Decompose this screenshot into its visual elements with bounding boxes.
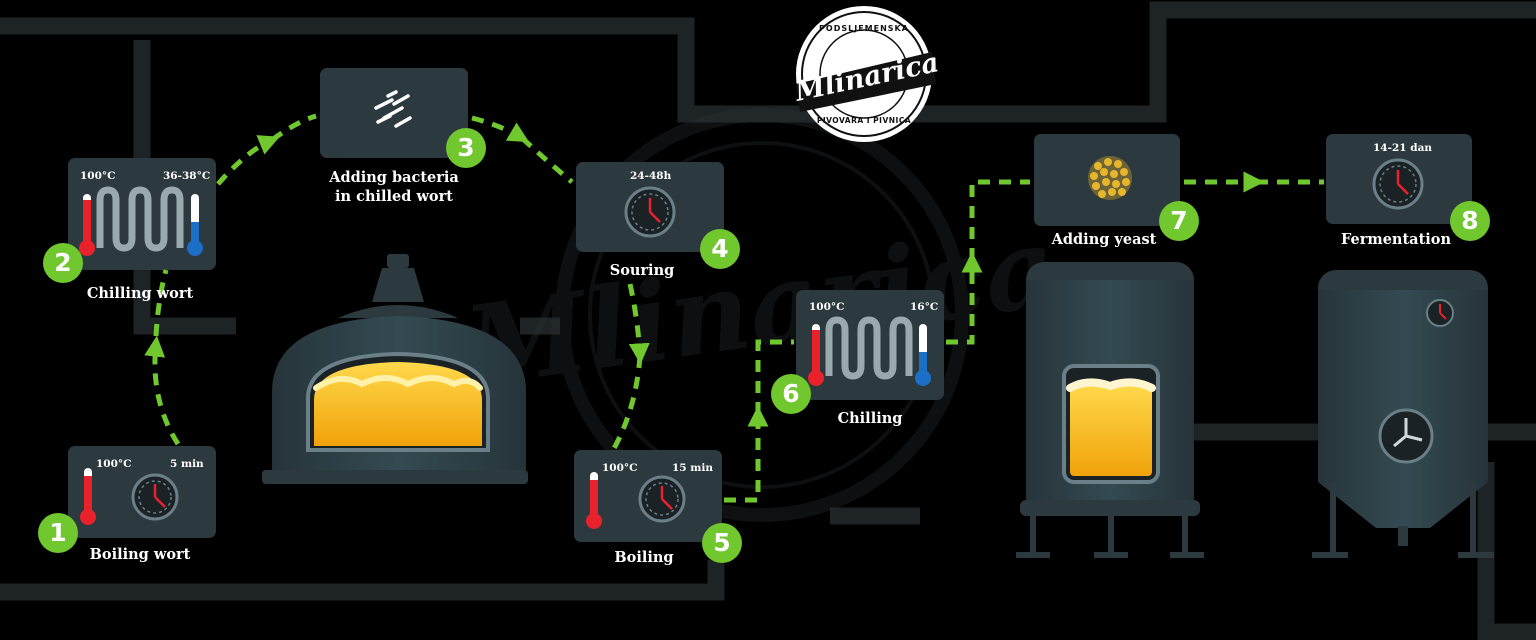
flow-connectors xyxy=(153,113,1324,454)
step-8-label: Fermentation xyxy=(1341,231,1451,248)
flow-arrows xyxy=(144,115,1265,503)
step-2-temp-in: 100°C xyxy=(80,170,116,182)
fermenter-tank xyxy=(1312,270,1494,558)
step-8-badge: 8 xyxy=(1450,201,1490,241)
step-6-label: Chilling xyxy=(837,410,903,427)
step-8-time: 14-21 dan xyxy=(1373,142,1433,154)
step-5-label: Boiling xyxy=(614,549,674,566)
arrow-4-to-5 xyxy=(627,283,650,365)
connector-5 xyxy=(755,339,794,414)
step-6-temp-out: 16°C xyxy=(910,301,939,313)
step-3-label-line1: Adding bacteria xyxy=(329,169,459,186)
step-6-badge: 6 xyxy=(771,374,811,414)
step-5-panel xyxy=(574,450,722,542)
step-6-panel xyxy=(796,290,944,400)
step-2-label: Chilling wort xyxy=(86,285,194,302)
brand-ring-top: PODSLJEMENSKA xyxy=(819,24,909,33)
arrow-1-to-2 xyxy=(144,335,181,446)
step-2-panel xyxy=(68,158,216,270)
step-8-panel xyxy=(1326,134,1472,224)
step-1-label: Boiling wort xyxy=(89,546,191,563)
step-5-time: 15 min xyxy=(672,462,714,474)
brew-kettle xyxy=(262,254,528,484)
step-1-panel xyxy=(68,446,216,538)
arrow-5-to-6 xyxy=(724,405,769,503)
arrow-2-to-3 xyxy=(216,135,280,186)
connector-1 xyxy=(153,269,169,337)
connector-2 xyxy=(270,113,317,143)
step-3-label-line2: in chilled wort xyxy=(335,188,453,205)
step-5-temp: 100°C xyxy=(602,462,638,474)
step-4-label: Souring xyxy=(609,262,675,279)
step-1-temp: 100°C xyxy=(96,458,132,470)
step-1-badge: 1 xyxy=(38,513,78,553)
step-2-badge: 2 xyxy=(43,243,83,283)
step-7-badge: 7 xyxy=(1159,201,1199,241)
arrow-3-to-4 xyxy=(471,115,530,143)
step-7-panel xyxy=(1034,134,1180,226)
step-7-label: Adding yeast xyxy=(1051,231,1157,248)
open-tank xyxy=(1016,262,1204,558)
brand-ring-bottom: PIVOVARA I PIVNICA xyxy=(816,116,912,125)
connector-6 xyxy=(969,179,1030,260)
step-4-time: 24-48h xyxy=(630,170,672,182)
step-3-panel xyxy=(320,68,468,158)
step-1-time: 5 min xyxy=(170,458,204,470)
step-4-panel xyxy=(576,162,724,252)
step-6-temp-in: 100°C xyxy=(809,301,845,313)
step-2-temp-out: 36-38°C xyxy=(163,170,211,182)
connector-3 xyxy=(520,136,574,184)
connector-4 xyxy=(609,355,643,454)
step-4-badge: 4 xyxy=(700,229,740,269)
step-3-badge: 3 xyxy=(446,128,486,168)
arrow-6-to-7 xyxy=(946,251,983,345)
brand-logo xyxy=(796,6,936,142)
step-5-badge: 5 xyxy=(702,523,742,563)
